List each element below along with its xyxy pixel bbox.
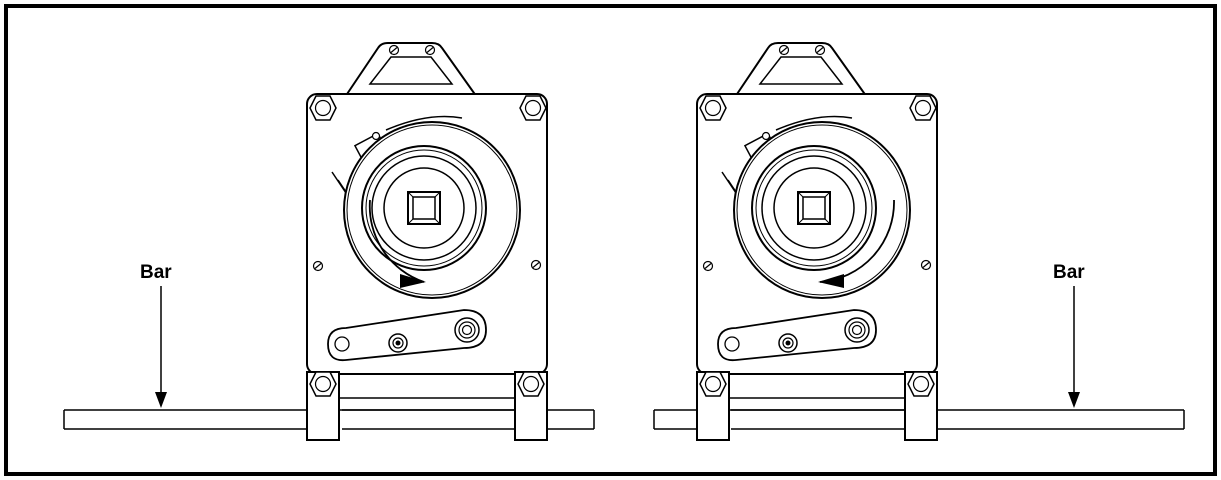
rotation-arrow-right: [818, 199, 895, 288]
right-bar-label: Bar: [1053, 262, 1085, 283]
left-bar-label: Bar: [140, 262, 172, 283]
right-assembly: Bar: [653, 43, 1185, 440]
left-bar-pointer: [155, 286, 167, 408]
figure-frame: [4, 4, 1217, 476]
left-assembly: Bar: [63, 43, 595, 440]
rotation-arrow-left: [368, 199, 426, 288]
right-bar-pointer: [1068, 286, 1080, 408]
